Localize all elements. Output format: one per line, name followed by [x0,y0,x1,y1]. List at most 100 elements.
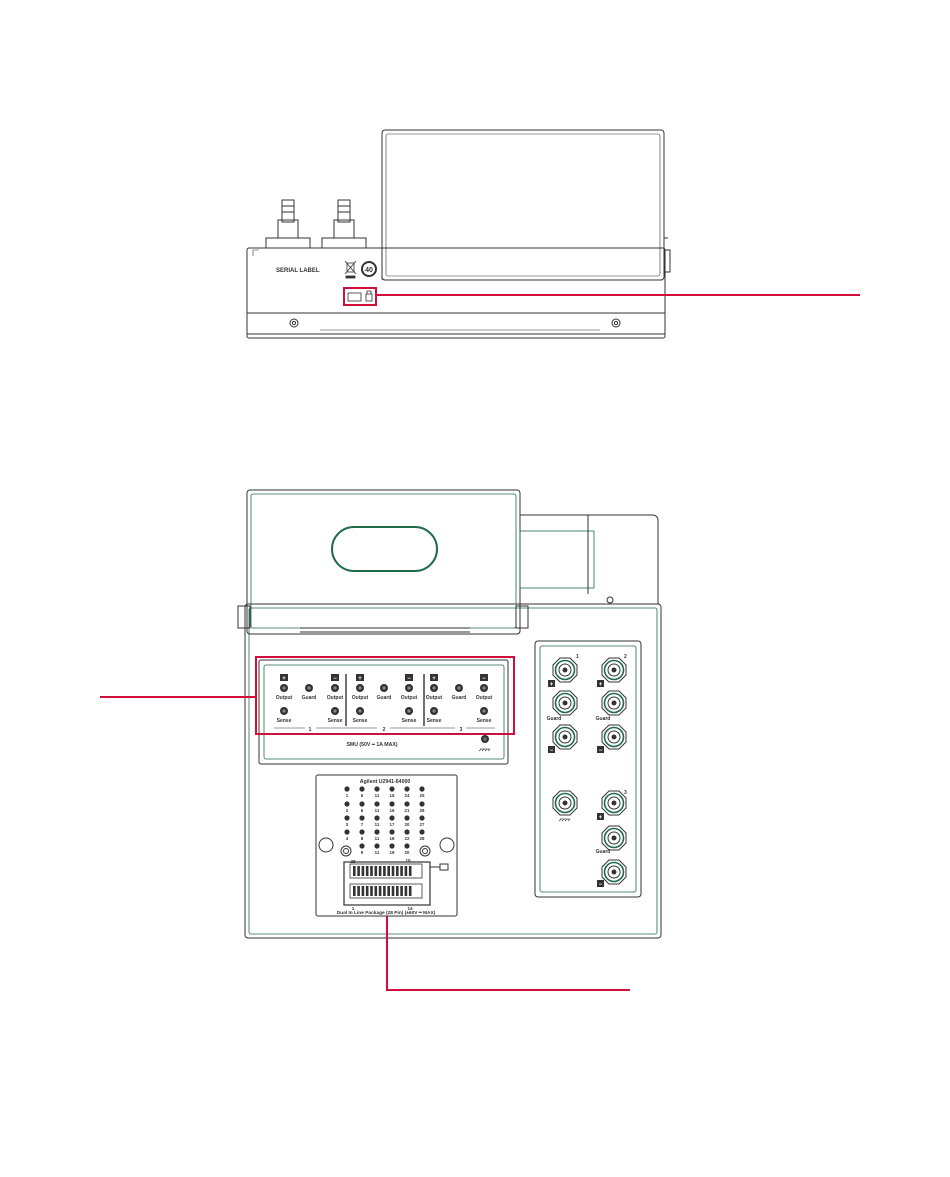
ground-icon [478,748,491,752]
dip-pin: 19 [389,843,395,855]
front-view [237,489,662,939]
bnc-polarity-sign: − [548,746,555,754]
dip-pin-label: 15 [390,793,395,798]
polarity-box [331,674,339,681]
bnc-connectors [552,657,627,885]
dip-pin: 27 [419,815,425,827]
polarity-box [480,674,488,681]
smu-top-row: + Output Guard −Output + Output Guard −Output + O… [276,674,493,701]
smu-callout-box [255,656,515,735]
polarity-sign: + [599,682,603,688]
dip-pin-label: 24 [405,793,410,798]
bnc-connector [552,790,578,816]
dip-pin-label: 1 [346,793,349,798]
bnc-polarity-signs: ++−−+− [548,680,604,888]
dip-pin-label: 2 [346,808,349,813]
dip-pin: 9 [359,843,365,855]
dip-pin-label: 19 [390,850,395,855]
terminal-label: Sense [427,718,442,724]
ground-icon [558,818,571,822]
polarity-sign: − [550,748,554,754]
terminal-label: Output [401,695,418,701]
bnc-connector [552,657,578,683]
terminal-label: Sense [402,718,417,724]
polarity-box [280,674,288,681]
smu-terminal: −Output [401,674,418,701]
dip-pin-label: 18 [390,836,395,841]
smu-terminal: + Output [352,674,369,701]
dip-pin: 11 [374,801,380,813]
dip-pin: 18 [389,829,395,841]
side-bnc-right [321,199,367,249]
dip-pin: 24 [404,786,410,798]
smu-channel-2: 2 [383,727,386,733]
bnc-channel-1: 1 [576,654,579,660]
smu-sense-terminal: Sense [427,707,442,724]
cover-window [331,526,438,572]
dip-pin-label: 25 [420,793,425,798]
front-cover [246,489,521,635]
dip-pin-label: 11 [375,822,380,827]
screw-icon [289,318,299,328]
smu-terminal: −Output [476,674,493,701]
smu-terminal: −Output [327,674,344,701]
dip-pin-label: 11 [375,793,380,798]
bnc-connector [601,859,627,885]
smu-channel-1: 1 [309,727,312,733]
terminal-label: Output [276,695,293,701]
polarity-sign: + [358,676,362,682]
dip-pin: 6 [359,801,365,813]
side-cover [381,129,665,281]
smu-terminal: Guard [377,684,392,701]
smu-terminal: Guard [302,684,316,701]
dip-pin-label: 20 [405,822,410,827]
bnc-polarity-sign: + [548,680,555,688]
terminal-label: Output [352,695,369,701]
bnc-guard-label-1: Guard [547,716,562,722]
dip-caption: Dual In Line Package (28 Pin) (±60V ━ MA… [337,910,436,916]
socket-label-14: 14 [407,906,413,911]
dip-pin: 4 [344,829,350,841]
dip-pin: 3 [344,815,350,827]
weee-bin-icon [344,260,357,279]
smu-caption: SMU (50V ━ 1A MAX) [346,742,397,748]
dip-pin-label: 26 [420,808,425,813]
polarity-sign: + [432,676,436,682]
dip-pin-label: 3 [346,822,349,827]
dip-pin: 21 [404,801,410,813]
dip-pin: 11 [374,829,380,841]
bnc-polarity-sign: − [597,746,604,754]
dip-pin: 7 [359,815,365,827]
bnc-connector [601,690,627,716]
dip-pin: 28 [419,829,425,841]
smu-sense-terminal: Sense [328,707,343,724]
dip-pin: 16 [389,801,395,813]
polarity-sign: + [282,676,286,682]
polarity-box [405,674,413,681]
socket-label-1: 1 [352,906,355,911]
polarity-sign: − [599,882,603,888]
dip-pin: 20 [404,815,410,827]
smu-sense-terminal: Sense [277,707,292,724]
side-view [246,129,671,339]
dip-pin-label: 11 [375,836,380,841]
terminal-label: Sense [277,718,292,724]
bnc-panel [534,640,642,898]
terminal-label: Sense [353,718,368,724]
dip-panel [315,774,458,917]
smu-terminal: +Output [426,674,443,701]
bnc-guard-label-3: Guard [596,849,611,855]
polarity-sign: − [482,676,486,682]
bnc-connector [601,724,627,750]
bnc-connector [552,724,578,750]
dip-pin-label: 11 [375,808,380,813]
zif-socket [343,861,431,906]
front-body [244,603,662,939]
smu-terminal: + Output [276,674,293,701]
terminal-label: Guard [377,695,392,701]
screw-icon [611,318,621,328]
dip-pin-label: 8 [361,836,364,841]
dip-pin-label: 27 [420,822,425,827]
